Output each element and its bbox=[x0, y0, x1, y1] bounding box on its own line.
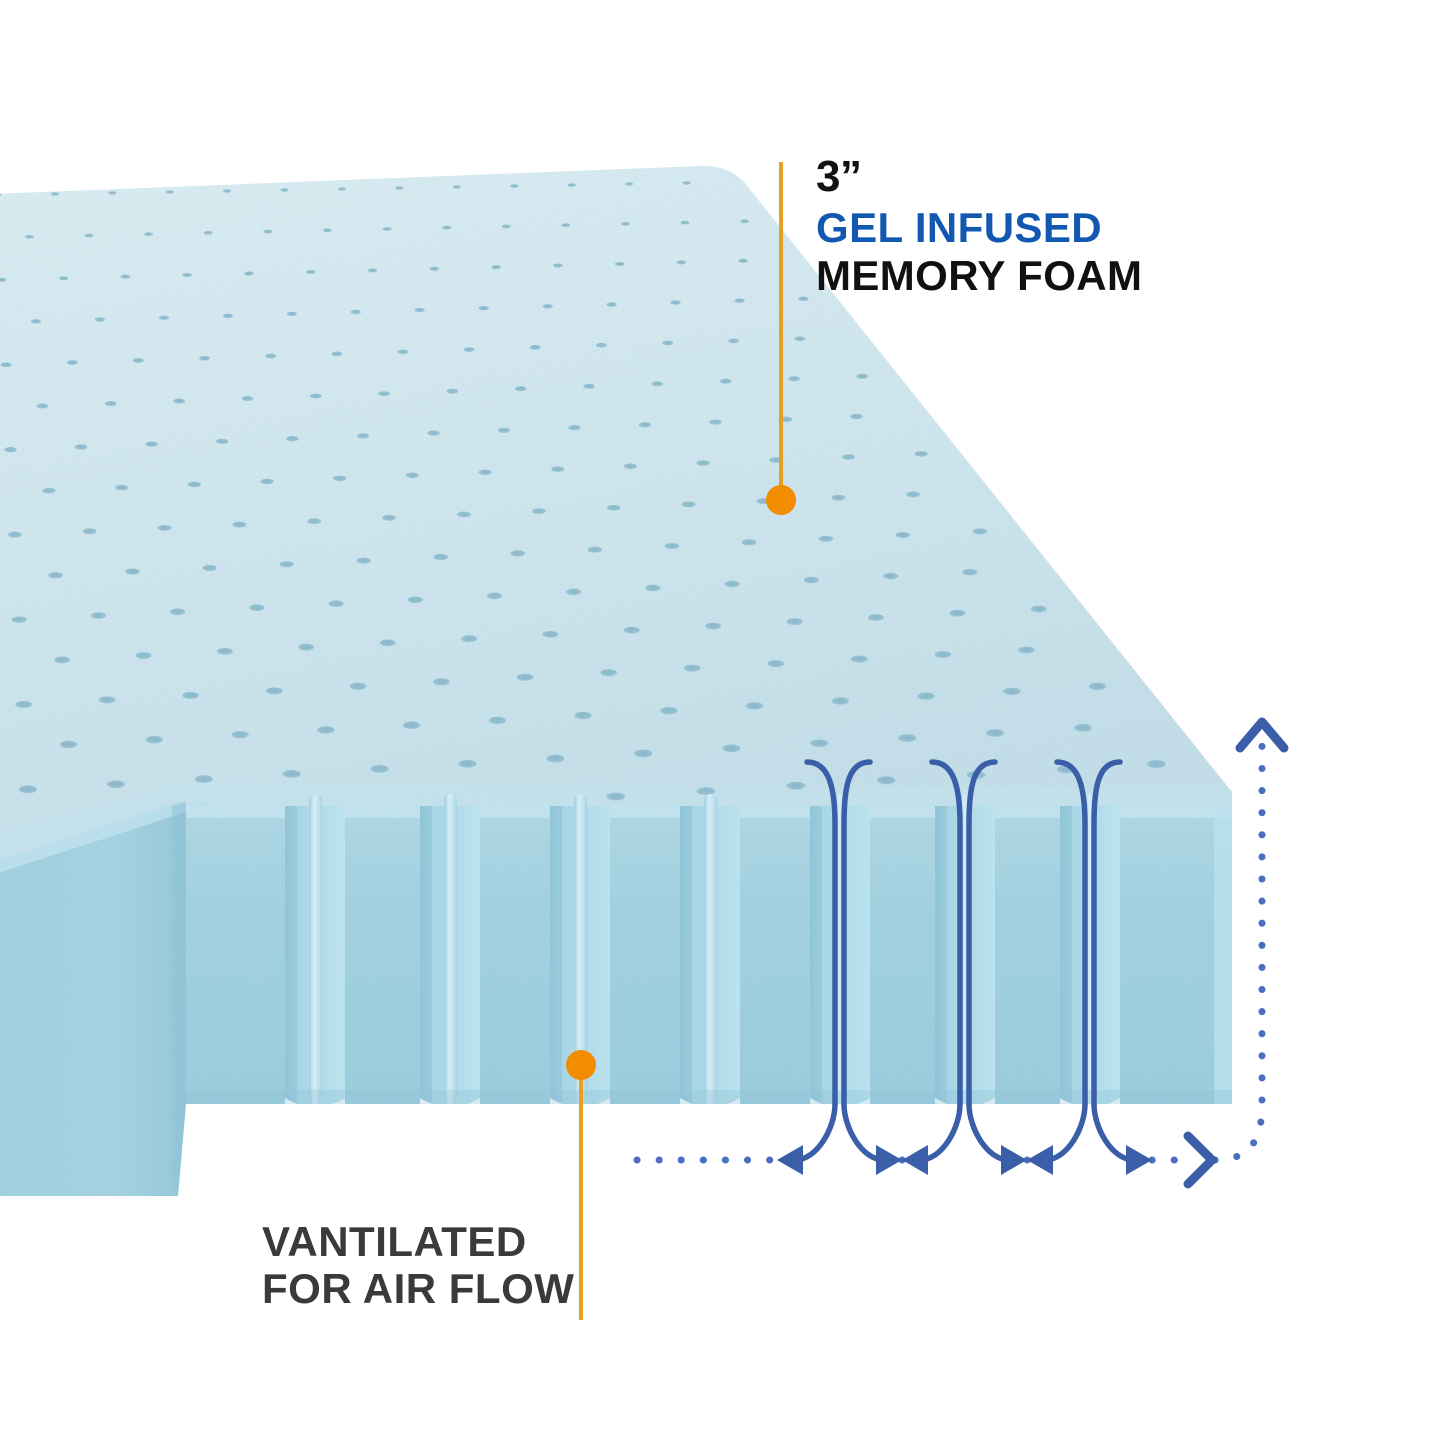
gel-foam-label-line2: MEMORY FOAM bbox=[816, 252, 1143, 299]
ventilation-label-line1: VANTILATED bbox=[262, 1218, 527, 1265]
callout-dot-vent bbox=[566, 1050, 596, 1080]
callout-leader-gel bbox=[766, 162, 796, 515]
ventilation-label-line2: FOR AIR FLOW bbox=[262, 1265, 575, 1313]
airflow-solid-arrowheads bbox=[777, 1145, 1152, 1175]
gel-foam-thickness: 3” bbox=[816, 152, 862, 201]
callout-dot-gel bbox=[766, 485, 796, 515]
gel-foam-callout-label: 3” GEL INFUSED MEMORY FOAM bbox=[816, 155, 1142, 297]
airflow-dotted-arrowheads bbox=[1183, 717, 1289, 1189]
ventilation-holes-group bbox=[0, 181, 1166, 801]
foam-top-surface bbox=[0, 165, 1232, 862]
ventilation-callout-label: VANTILATED FOR AIR FLOW bbox=[262, 1218, 574, 1312]
callout-leader-vent bbox=[566, 1050, 596, 1320]
foam-front-corner-block bbox=[0, 800, 186, 1196]
gel-foam-label-line1: GEL INFUSED bbox=[816, 204, 1102, 251]
foam-side-face-slotted bbox=[186, 794, 1232, 1107]
